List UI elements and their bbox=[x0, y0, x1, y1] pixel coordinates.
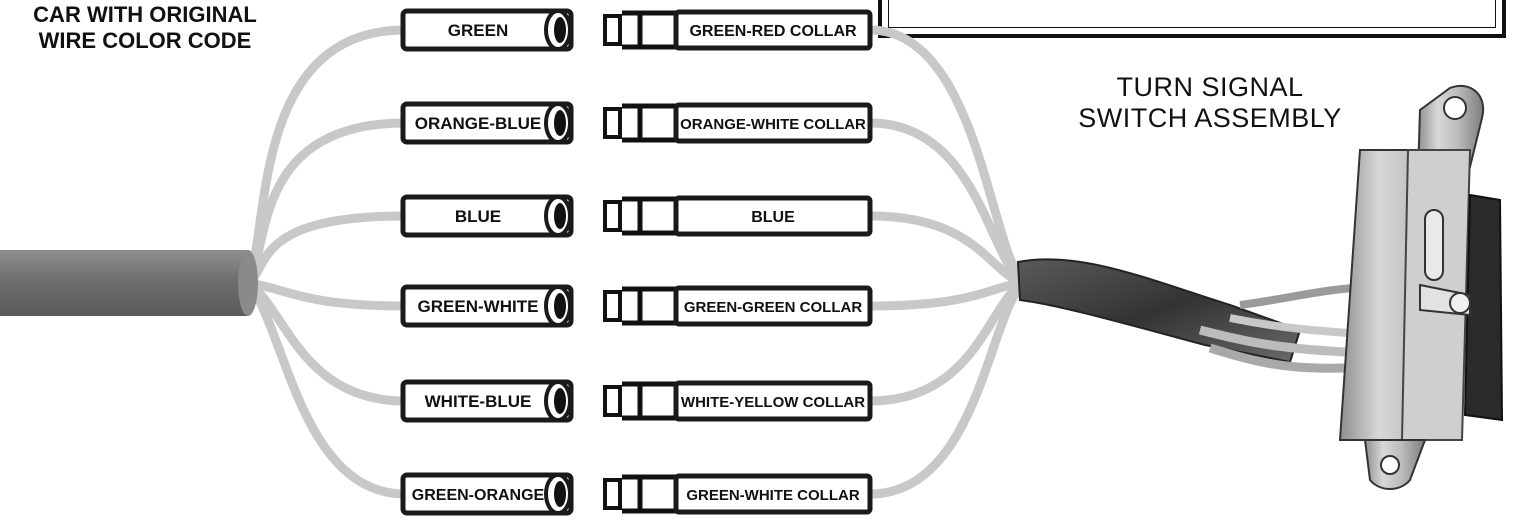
car-wire-connector: GREEN-WHITE bbox=[400, 284, 574, 328]
switch-wire-label: BLUE bbox=[751, 209, 795, 226]
switch-side-connectors: GREEN-RED COLLAR ORANGE-WHITE COLLAR BLUE G… bbox=[603, 9, 873, 515]
switch-wire-label: GREEN-GREEN COLLAR bbox=[684, 299, 863, 316]
switch-wire-label: GREEN-WHITE COLLAR bbox=[686, 487, 859, 504]
switch-heading-line2: SWITCH ASSEMBLY bbox=[1078, 103, 1342, 133]
car-wire-label: ORANGE-BLUE bbox=[415, 114, 542, 133]
car-wire-connector: WHITE-BLUE bbox=[400, 379, 574, 423]
note-box-frame bbox=[878, 0, 1506, 38]
spade-clip bbox=[622, 10, 676, 50]
car-heading-line1: CAR WITH ORIGINAL bbox=[33, 2, 257, 27]
switch-wire bbox=[865, 278, 1030, 499]
switch-wire bbox=[865, 118, 1030, 288]
car-wire bbox=[243, 211, 410, 288]
car-wire-connector: GREEN-ORANGE bbox=[400, 472, 574, 516]
spade-clip bbox=[622, 381, 676, 421]
switch-wire-connector: BLUE bbox=[603, 195, 873, 237]
switch-heading: TURN SIGNAL SWITCH ASSEMBLY bbox=[1030, 72, 1390, 134]
car-wire-connector: ORANGE-BLUE bbox=[400, 101, 574, 145]
switch-wire-connector: ORANGE-WHITE COLLAR bbox=[603, 102, 873, 144]
switch-wire-connector: GREEN-RED COLLAR bbox=[603, 9, 873, 51]
car-wire-label: GREEN-ORANGE bbox=[412, 487, 545, 504]
switch-wire-label: ORANGE-WHITE COLLAR bbox=[680, 116, 866, 133]
switch-heading-line1: TURN SIGNAL bbox=[1116, 72, 1304, 102]
switch-wire-label: WHITE-YELLOW COLLAR bbox=[681, 394, 865, 411]
turn-signal-switch-assembly bbox=[1016, 84, 1504, 490]
switch-wire-connector: GREEN-WHITE COLLAR bbox=[603, 473, 873, 515]
car-side-connectors: GREEN ORANGE-BLUE BLUE GREEN-WHITE WHITE-BLU… bbox=[400, 8, 574, 516]
switch-back-housing bbox=[1463, 193, 1504, 422]
switch-side-wires bbox=[865, 25, 1030, 499]
switch-wire-label: GREEN-RED COLLAR bbox=[689, 23, 857, 40]
car-wire-label: WHITE-BLUE bbox=[425, 392, 532, 411]
car-wire-connector: GREEN bbox=[400, 8, 574, 52]
car-heading: CAR WITH ORIGINAL WIRE COLOR CODE bbox=[10, 2, 280, 54]
car-side-wires bbox=[243, 25, 410, 499]
switch-wire-connector: GREEN-GREEN COLLAR bbox=[603, 285, 873, 327]
car-wire bbox=[243, 278, 410, 499]
switch-wire-connector: WHITE-YELLOW COLLAR bbox=[603, 380, 873, 422]
car-heading-line2: WIRE COLOR CODE bbox=[38, 28, 252, 53]
car-wire-connector: BLUE bbox=[400, 194, 574, 238]
switch-wire bbox=[865, 211, 1030, 288]
spade-clip bbox=[622, 474, 676, 514]
spade-clip bbox=[622, 103, 676, 143]
car-wire-label: GREEN bbox=[448, 21, 508, 40]
car-wire bbox=[243, 278, 410, 311]
car-wire-label: BLUE bbox=[455, 207, 501, 226]
car-wire-label: GREEN-WHITE bbox=[418, 297, 539, 316]
spade-clip bbox=[622, 286, 676, 326]
car-cable bbox=[0, 250, 258, 316]
spade-clip bbox=[622, 196, 676, 236]
